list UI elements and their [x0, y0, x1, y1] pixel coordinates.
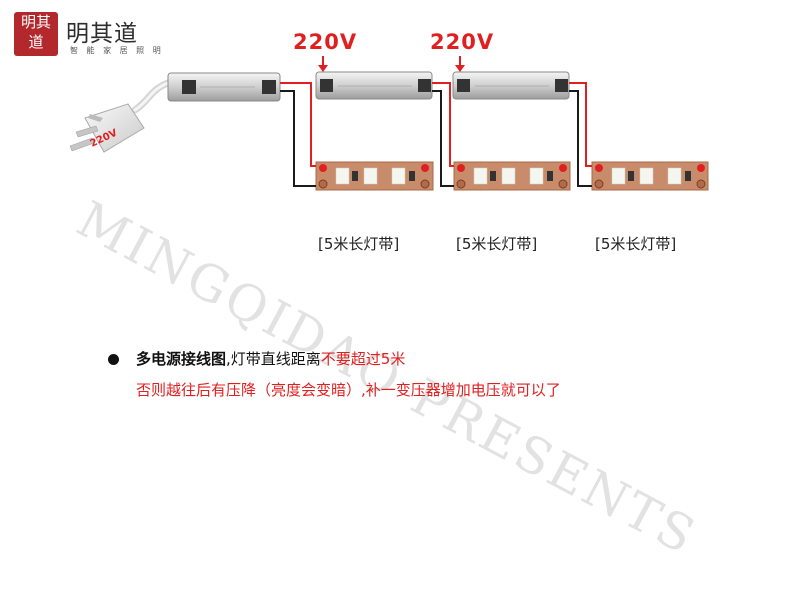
led-strip-1 — [315, 161, 434, 191]
note-line-2: 否则越往后有压降（亮度会变暗）,补一变压器增加电压就可以了 — [136, 381, 561, 399]
brand-logo: 明其 道 明其道 智 能 家 居 照 明 — [14, 12, 164, 62]
brand-tagline: 智 能 家 居 照 明 — [70, 46, 164, 55]
seal-logo: 明其 道 — [14, 12, 58, 56]
power-supply-1 — [167, 72, 281, 102]
voltage-label-3: 220V — [430, 30, 495, 54]
strip-label-3: [5米长灯带] — [595, 235, 677, 253]
strip-label-2: [5米长灯带] — [456, 235, 538, 253]
wiring-diagram: 220V — [69, 56, 709, 191]
arrow-icon — [455, 56, 465, 72]
note-block: 多电源接线图,灯带直线距离不要超过5米 否则越往后有压降（亮度会变暗）,补一变压… — [108, 344, 561, 406]
power-supply-2 — [315, 71, 433, 100]
arrow-icon — [318, 56, 328, 72]
led-strip-3 — [591, 161, 709, 191]
power-supply-3 — [452, 71, 570, 100]
brand-name: 明其道 — [66, 21, 138, 47]
led-strip-2 — [453, 161, 571, 191]
note-line-1: 多电源接线图,灯带直线距离不要超过5米 — [136, 350, 406, 368]
power-plug: 220V — [69, 79, 172, 153]
wiring — [280, 82, 592, 187]
strip-label-1: [5米长灯带] — [318, 235, 400, 253]
bullet-icon — [108, 354, 119, 365]
voltage-label-2: 220V — [293, 30, 358, 54]
